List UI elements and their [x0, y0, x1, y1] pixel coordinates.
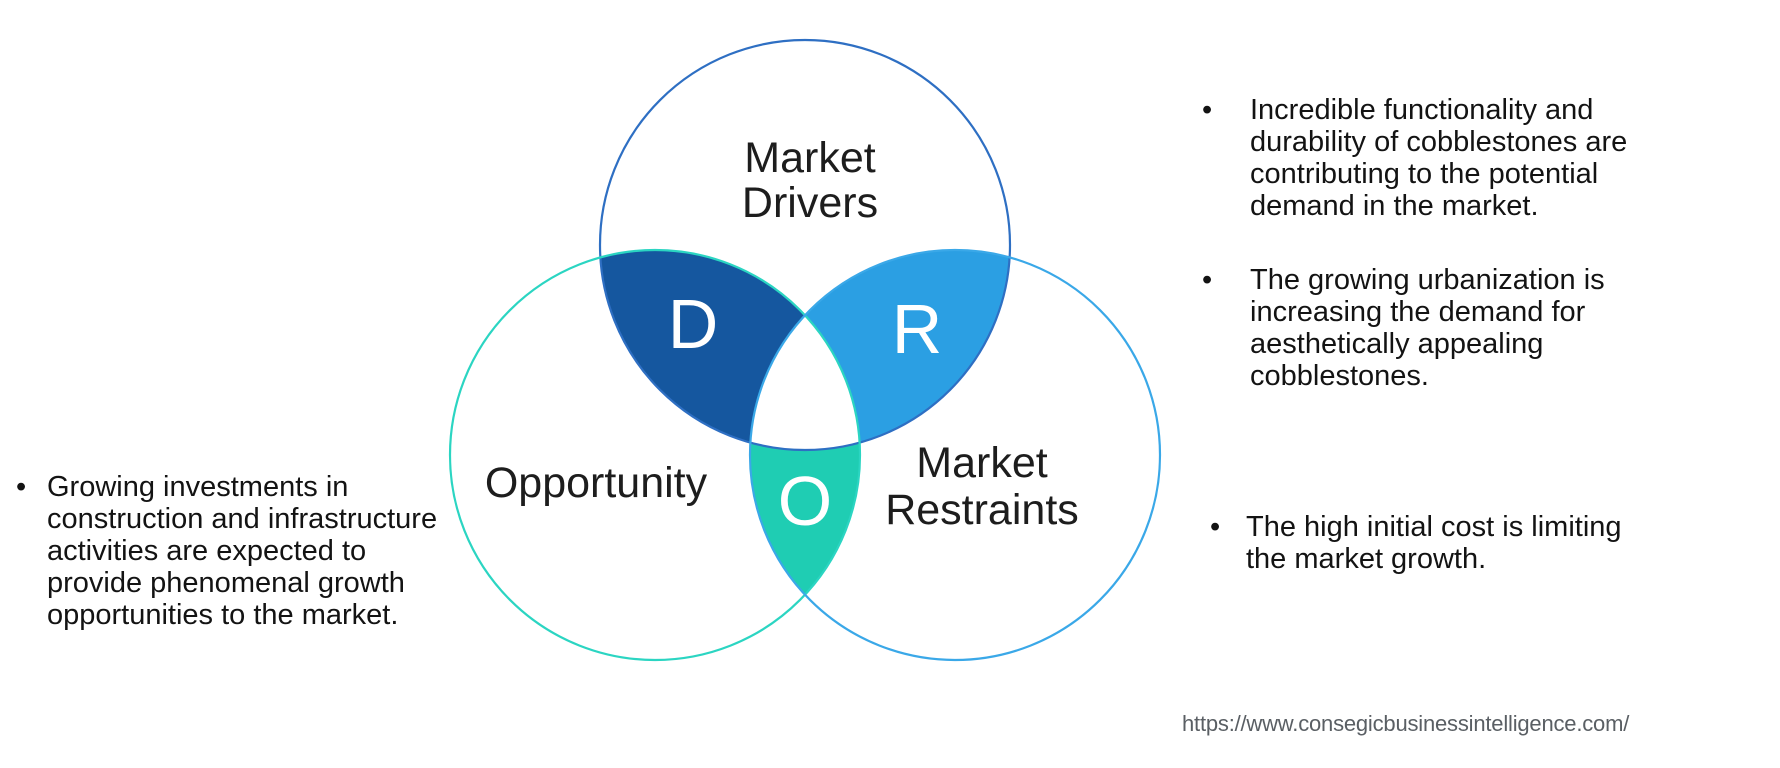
restraint-note: • The high initial cost is limiting the …	[1210, 511, 1622, 575]
bullet-icon: •	[1202, 264, 1213, 296]
bullet-icon: •	[1210, 511, 1221, 543]
restraint-note-text: The high initial cost is limiting the ma…	[1246, 511, 1622, 575]
opportunity-note-text: Growing investments in construction and …	[47, 471, 438, 631]
restraints-label-line2: Restraints	[885, 486, 1079, 534]
drivers-lens-letter: D	[668, 285, 719, 363]
driver-note-2-text: The growing urbanization is increasing t…	[1250, 264, 1605, 392]
restraints-label-line1: Market	[916, 439, 1047, 487]
drivers-circle-outline	[598, 38, 1012, 452]
driver-note-2: • The growing urbanization is increasing…	[1202, 264, 1605, 392]
driver-note-1: • Incredible functionality and durabilit…	[1202, 94, 1627, 222]
drivers-label-line2: Drivers	[742, 179, 878, 227]
driver-note-1-text: Incredible functionality and durability …	[1250, 94, 1628, 222]
opportunity-note: • Growing investments in construction an…	[16, 471, 437, 631]
bullet-icon: •	[1202, 94, 1213, 126]
drivers-opportunity-lens	[600, 250, 860, 450]
drivers-restraints-lens	[750, 250, 1010, 450]
bullet-icon: •	[16, 471, 27, 503]
opportunity-label: Opportunity	[485, 459, 708, 507]
drivers-label-line1: Market	[744, 134, 875, 182]
opportunity-circle-outline	[448, 248, 862, 662]
restraints-circle-outline	[748, 248, 1162, 662]
restraints-lens-letter: R	[892, 290, 943, 368]
opportunity-lens-letter: O	[778, 462, 832, 540]
source-url: https://www.consegicbusinessintelligence…	[1182, 711, 1630, 736]
